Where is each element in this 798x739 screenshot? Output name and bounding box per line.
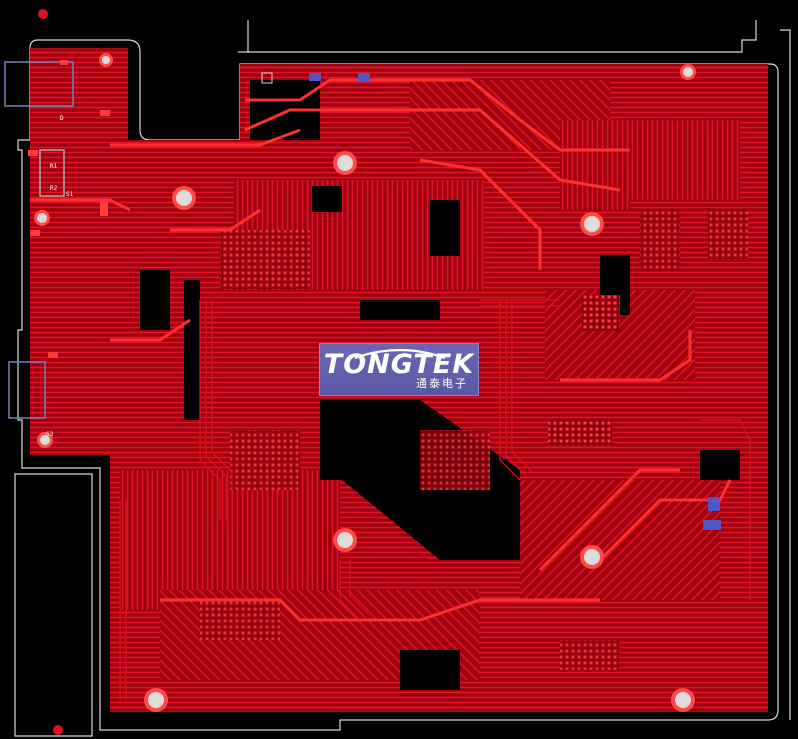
mounting-hole [34, 210, 50, 226]
usb-connector-bottom [8, 361, 46, 419]
mounting-hole [680, 64, 696, 80]
mounting-hole [580, 545, 604, 569]
fiducials [38, 9, 63, 735]
usb-connector-top [4, 61, 74, 107]
mounting-hole [172, 186, 196, 210]
logo-swoosh-icon [354, 348, 446, 360]
mounting-hole [671, 688, 695, 712]
mounting-hole [144, 688, 168, 712]
silk-label: R2 [50, 185, 58, 192]
mounting-hole [37, 432, 53, 448]
silk-label: S3 [46, 431, 54, 438]
silk-label: D [60, 115, 64, 122]
signal-traces [119, 299, 751, 700]
mounting-hole [333, 151, 357, 175]
logo-brand: TONGTEK [323, 349, 475, 380]
silk-label: R1 [50, 163, 58, 170]
edge-connectors [4, 61, 74, 419]
edge-pads [28, 60, 110, 358]
mounting-hole [333, 528, 357, 552]
pad-arrays [200, 210, 748, 670]
mounting-hole [580, 212, 604, 236]
silk-label: S1 [66, 191, 74, 198]
mounting-holes [34, 53, 696, 712]
tongtek-logo: TONGTEK 通泰电子 [319, 343, 479, 396]
board-outline [14, 20, 791, 737]
logo-brand-cn: 通泰电子 [416, 377, 468, 390]
mounting-hole [99, 53, 113, 67]
small-components [261, 72, 721, 530]
